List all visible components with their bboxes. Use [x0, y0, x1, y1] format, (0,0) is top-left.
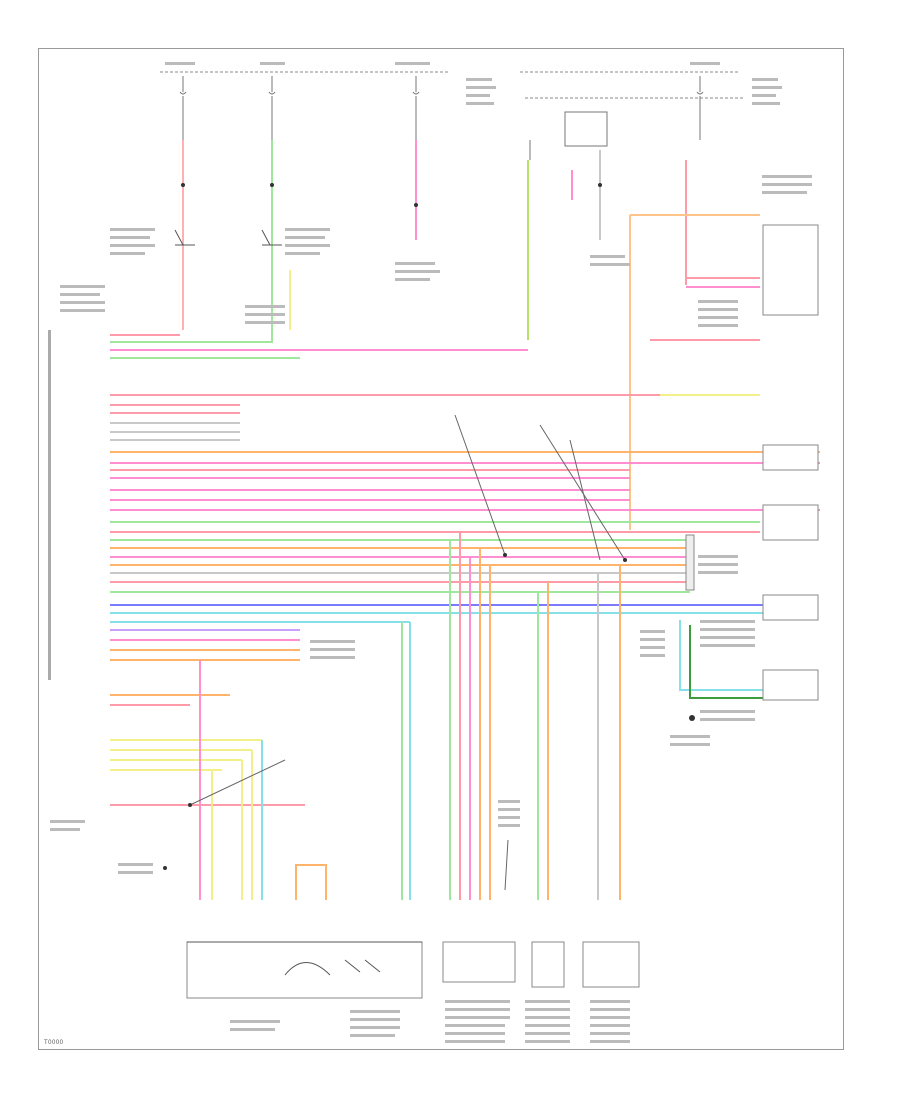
harness-wires — [110, 330, 820, 806]
fuse-supply-rail — [160, 71, 745, 99]
label-placeholders — [50, 62, 812, 1043]
right-wires — [630, 214, 770, 699]
diagram-frame — [38, 48, 844, 1050]
wire-r-7 — [689, 625, 770, 699]
component-r5 — [762, 669, 819, 701]
component-r4 — [762, 594, 819, 621]
fuse-4 — [696, 76, 704, 140]
switch-contacts — [174, 229, 381, 976]
component-r3 — [762, 504, 819, 541]
leader-lines — [189, 414, 626, 891]
wire-h-2 — [110, 330, 273, 343]
component-r1 — [762, 224, 819, 316]
fuse-1 — [179, 76, 187, 140]
fuse-2 — [268, 76, 276, 140]
diagram-code: T0000 — [44, 1040, 64, 1046]
relay-box — [564, 111, 608, 147]
transmission-range-sensor — [186, 941, 423, 999]
module-pin-list — [48, 330, 51, 680]
bottom-feed-wires — [199, 532, 621, 900]
output-speed-sensor — [531, 941, 565, 988]
wire-v-6 — [295, 864, 327, 900]
wire-r-6 — [679, 620, 770, 691]
supply-wires — [182, 140, 687, 530]
component-r2 — [762, 444, 819, 471]
right-components — [685, 224, 819, 701]
input-speed-sensor — [582, 941, 640, 988]
fuse-group — [179, 76, 704, 160]
splice-points — [163, 183, 695, 870]
connector-block — [685, 534, 695, 591]
fuse-3 — [412, 76, 420, 140]
pcm-module — [442, 941, 516, 983]
bottom-components — [186, 941, 640, 999]
